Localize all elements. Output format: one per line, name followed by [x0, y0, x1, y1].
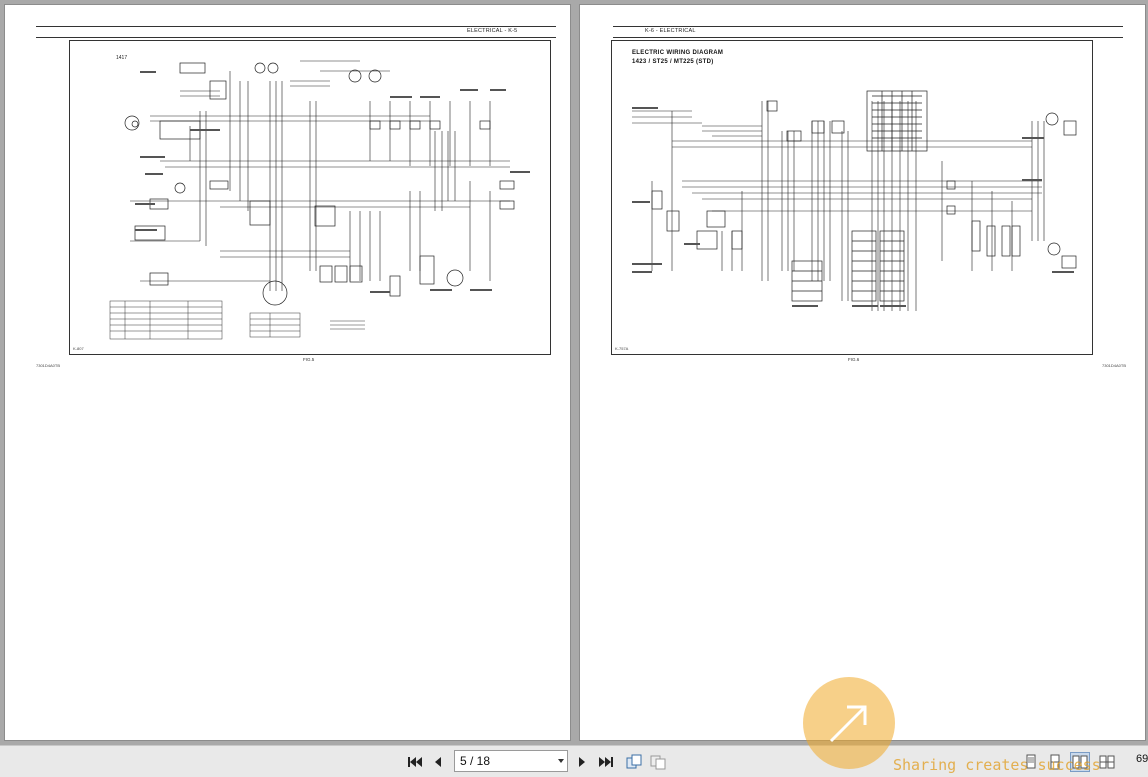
next-page-button[interactable] [572, 752, 592, 772]
next-page-icon [579, 757, 585, 767]
header-rule-top [613, 26, 1123, 27]
frame-code: K-807 [73, 346, 84, 351]
fit-page-button[interactable] [648, 752, 668, 772]
header-rule-top [36, 26, 556, 27]
two-page-continuous-icon [1099, 755, 1115, 769]
wiring-diagram-left [109, 60, 530, 340]
previous-page-icon [435, 757, 441, 767]
single-page-icon [1026, 754, 1036, 769]
bottom-toolbar: 5 / 18 69 [0, 745, 1148, 777]
two-page-continuous-button[interactable] [1097, 752, 1117, 772]
first-page-button[interactable] [405, 752, 425, 772]
frame-code: K-757A [615, 346, 629, 351]
page-selector[interactable]: 5 / 18 [454, 750, 568, 772]
pdf-page-left: ELECTRICAL - K-5 1417 [4, 4, 571, 741]
two-page-view-button[interactable] [1070, 752, 1090, 772]
document-viewport[interactable]: ELECTRICAL - K-5 1417 [0, 0, 1148, 745]
watermark-circle [803, 677, 895, 769]
fit-page-icon [650, 755, 666, 770]
rotate-page-button[interactable] [624, 752, 644, 772]
pdf-page-right: K-6 - ELECTRICAL ELECTRIC WIRING DIAGRAM… [579, 4, 1146, 741]
diagram-number: 1417 [116, 55, 128, 61]
arrow-icon [829, 705, 867, 743]
first-page-icon [408, 757, 422, 767]
last-page-icon [599, 757, 613, 767]
zoom-level[interactable]: 69 [1136, 753, 1148, 765]
header-rule-bottom [613, 37, 1123, 38]
page-indicator: 5 / 18 [460, 754, 491, 768]
diagram-subtitle: 1423 / ST25 / MT225 (STD) [632, 59, 714, 65]
page-corner-code: 7301D4A0TB [36, 363, 61, 368]
wiring-diagram-frame: 1417 [69, 40, 551, 355]
wiring-diagram-right [632, 90, 1077, 311]
two-page-icon [1072, 755, 1088, 769]
figure-caption: FIG.5 [303, 357, 315, 362]
watermark-tagline: Sharing creates success [893, 756, 1101, 774]
continuous-page-icon [1050, 754, 1060, 770]
figure-caption: FIG.6 [848, 357, 860, 362]
single-page-view-button[interactable] [1021, 752, 1041, 772]
page-rotate-icon [626, 754, 642, 769]
watermark-logo: DHT [915, 671, 1046, 742]
diagram-title: ELECTRIC WIRING DIAGRAM [632, 50, 724, 56]
header-rule-bottom [36, 37, 556, 38]
chevron-down-icon [558, 759, 564, 763]
page-header: ELECTRICAL - K-5 [467, 28, 518, 34]
wiring-diagram-frame: ELECTRIC WIRING DIAGRAM 1423 / ST25 / MT… [611, 40, 1093, 355]
page-corner-code: 7301D4A0TB [1102, 363, 1127, 368]
last-page-button[interactable] [596, 752, 616, 772]
page-header: K-6 - ELECTRICAL [645, 28, 696, 34]
previous-page-button[interactable] [428, 752, 448, 772]
continuous-view-button[interactable] [1045, 752, 1065, 772]
